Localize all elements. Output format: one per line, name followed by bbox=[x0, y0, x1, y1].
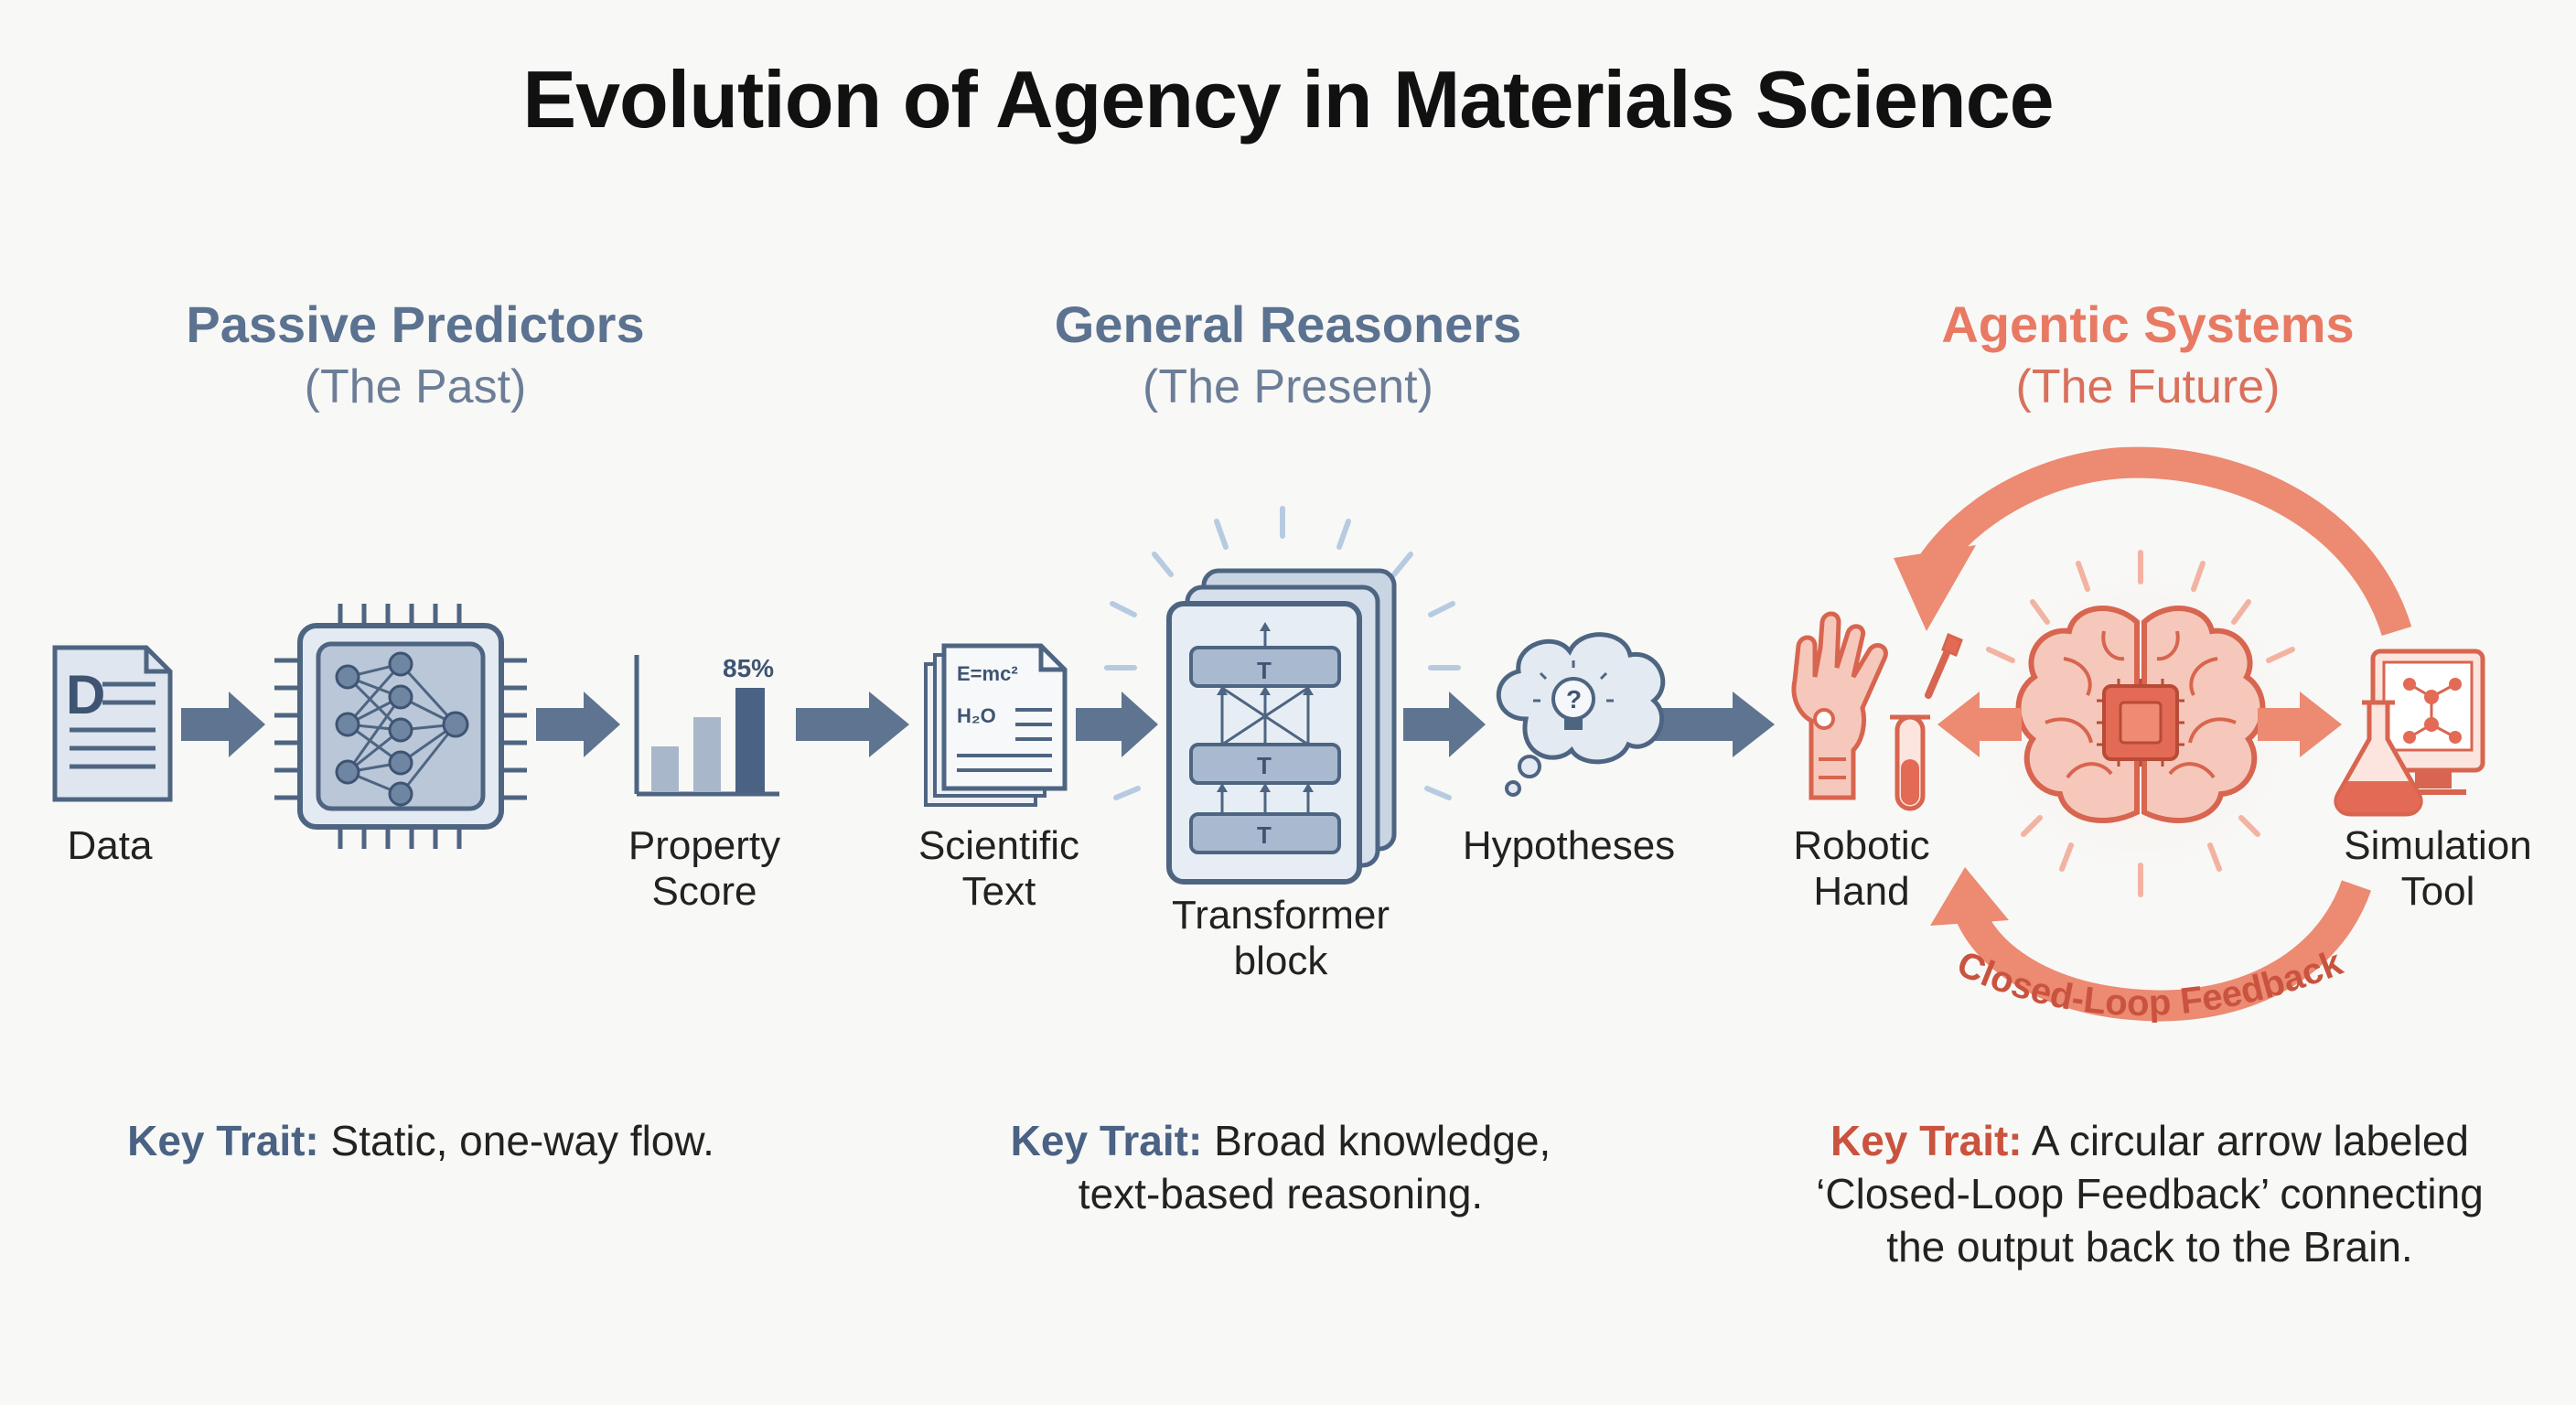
svg-text:D: D bbox=[66, 664, 105, 725]
arrow-right-icon bbox=[2258, 692, 2342, 757]
brain-chip-icon bbox=[2015, 606, 2266, 824]
thought-bubble-icon: ? bbox=[1496, 632, 1666, 797]
node-label-line: Transformer bbox=[1172, 893, 1390, 938]
circular-arrow-top-icon bbox=[1894, 446, 2412, 637]
svg-text:?: ? bbox=[1566, 685, 1582, 713]
node-label-scientific-text: Scientific Text bbox=[889, 823, 1109, 915]
arrow-right-icon bbox=[1076, 692, 1158, 757]
node-label-hypotheses: Hypotheses bbox=[1462, 823, 1676, 868]
column-header-present: General Reasoners (The Present) bbox=[922, 295, 1654, 414]
column-title-general-reasoners: General Reasoners bbox=[1054, 295, 1522, 353]
column-title-agentic-systems: Agentic Systems bbox=[1941, 295, 2355, 353]
node-label-simulation-tool: Simulation Tool bbox=[2324, 823, 2552, 915]
transformer-layer-label: T bbox=[1257, 821, 1272, 849]
key-trait-line: Key Trait: Broad knowledge, bbox=[915, 1114, 1647, 1167]
column-title-passive-predictors: Passive Predictors bbox=[186, 295, 645, 353]
property-value: 85% bbox=[723, 654, 774, 682]
node-label-line: Simulation bbox=[2344, 823, 2532, 868]
flask-icon bbox=[2334, 700, 2423, 817]
transformer-layer-label: T bbox=[1257, 752, 1272, 779]
key-trait-present: Key Trait: Broad knowledge, text-based r… bbox=[915, 1114, 1647, 1220]
node-label-data: Data bbox=[67, 823, 153, 868]
column-period-past: (The Past) bbox=[304, 360, 527, 413]
transformer-layer-label: T bbox=[1257, 657, 1272, 684]
formula-h2o: H₂O bbox=[957, 704, 996, 727]
key-trait-text: A circular arrow labeled bbox=[2031, 1117, 2469, 1164]
arrow-right-icon bbox=[1654, 692, 1775, 757]
key-trait-line: the output back to the Brain. bbox=[1886, 1223, 2413, 1271]
arrow-right-icon bbox=[536, 692, 620, 757]
monitor-icon bbox=[2370, 649, 2485, 795]
column-header-future: Agentic Systems (The Future) bbox=[1782, 295, 2514, 414]
node-label-line: block bbox=[1233, 938, 1328, 983]
test-tube-icon bbox=[1890, 714, 1930, 811]
node-label-line: Hand bbox=[1813, 869, 1910, 914]
arrow-right-icon bbox=[796, 692, 909, 757]
page-title: Evolution of Agency in Materials Science bbox=[522, 54, 2054, 145]
scientific-text-icon bbox=[924, 643, 1068, 807]
column-header-past: Passive Predictors (The Past) bbox=[49, 295, 781, 414]
bar-chart-icon bbox=[634, 655, 779, 797]
lightbulb-icon: ? bbox=[1533, 660, 1614, 730]
arrow-right-icon bbox=[1403, 692, 1486, 757]
flow-arrows-past bbox=[181, 692, 1775, 757]
node-label-line: Property bbox=[628, 823, 781, 868]
column-period-future: (The Future) bbox=[2015, 360, 2281, 413]
robotic-hand-icon bbox=[1791, 611, 1888, 800]
key-trait-text: Static, one-way flow. bbox=[330, 1117, 714, 1164]
node-label-line: Robotic bbox=[1793, 823, 1930, 868]
document-icon: D bbox=[52, 645, 173, 802]
key-trait-label: Key Trait: bbox=[127, 1117, 319, 1164]
key-trait-label: Key Trait: bbox=[1830, 1117, 2023, 1164]
key-trait-future: Key Trait: A circular arrow labeled ‘Clo… bbox=[1738, 1114, 2561, 1273]
node-label-robotic-hand: Robotic Hand bbox=[1756, 823, 1967, 915]
key-trait-text: Broad knowledge, bbox=[1214, 1117, 1551, 1164]
formula-emc2: E=mc² bbox=[957, 662, 1018, 685]
arrow-right-icon bbox=[181, 692, 265, 757]
node-label-line: Score bbox=[651, 869, 757, 914]
transformer-block-icon bbox=[1166, 568, 1397, 885]
node-label-line: Scientific bbox=[918, 823, 1080, 868]
arrow-left-icon bbox=[1937, 692, 2022, 757]
pipette-icon bbox=[1925, 633, 1963, 699]
node-label-property-score: Property Score bbox=[595, 823, 814, 915]
glow-rays bbox=[1104, 506, 1461, 800]
column-period-present: (The Present) bbox=[1143, 360, 1433, 413]
key-trait-line: ‘Closed-Loop Feedback’ connecting bbox=[1816, 1170, 2484, 1217]
key-trait-line: Key Trait: A circular arrow labeled bbox=[1738, 1114, 2561, 1167]
key-trait-past: Key Trait: Static, one-way flow. bbox=[55, 1114, 787, 1167]
key-trait-line: Key Trait: Static, one-way flow. bbox=[55, 1114, 787, 1167]
node-label-line: Tool bbox=[2400, 869, 2475, 914]
key-trait-label: Key Trait: bbox=[1010, 1117, 1203, 1164]
key-trait-line: text-based reasoning. bbox=[1078, 1170, 1484, 1217]
neural-chip-icon bbox=[274, 604, 527, 849]
node-label-line: Text bbox=[961, 869, 1036, 914]
circular-arrow-bottom-icon bbox=[1930, 867, 2372, 1022]
brain-output-arrows bbox=[1937, 692, 2342, 757]
node-label-transformer-block: Transformer block bbox=[1143, 893, 1418, 984]
brain-rays bbox=[1986, 550, 2295, 897]
